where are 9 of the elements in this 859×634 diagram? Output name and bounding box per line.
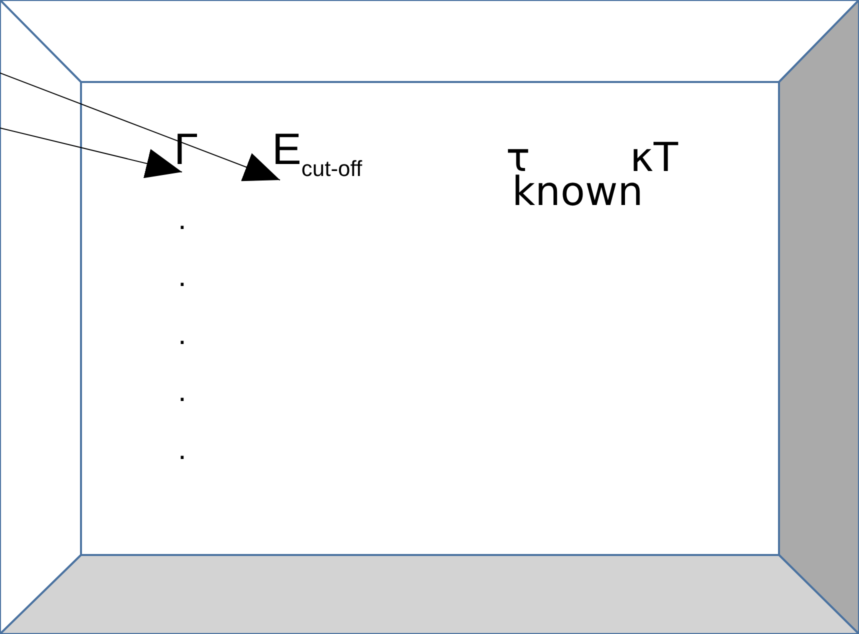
dot-mark: . <box>178 262 186 292</box>
dot-mark: . <box>178 435 186 465</box>
dot-mark: . <box>178 320 186 350</box>
dot-mark: . <box>178 377 186 407</box>
arrow <box>0 128 182 178</box>
symbol-label: E$_{cut-off}$ <box>272 128 362 180</box>
arrow <box>0 72 280 182</box>
symbol-label: κT <box>630 138 678 178</box>
dot-mark: . <box>178 205 186 235</box>
